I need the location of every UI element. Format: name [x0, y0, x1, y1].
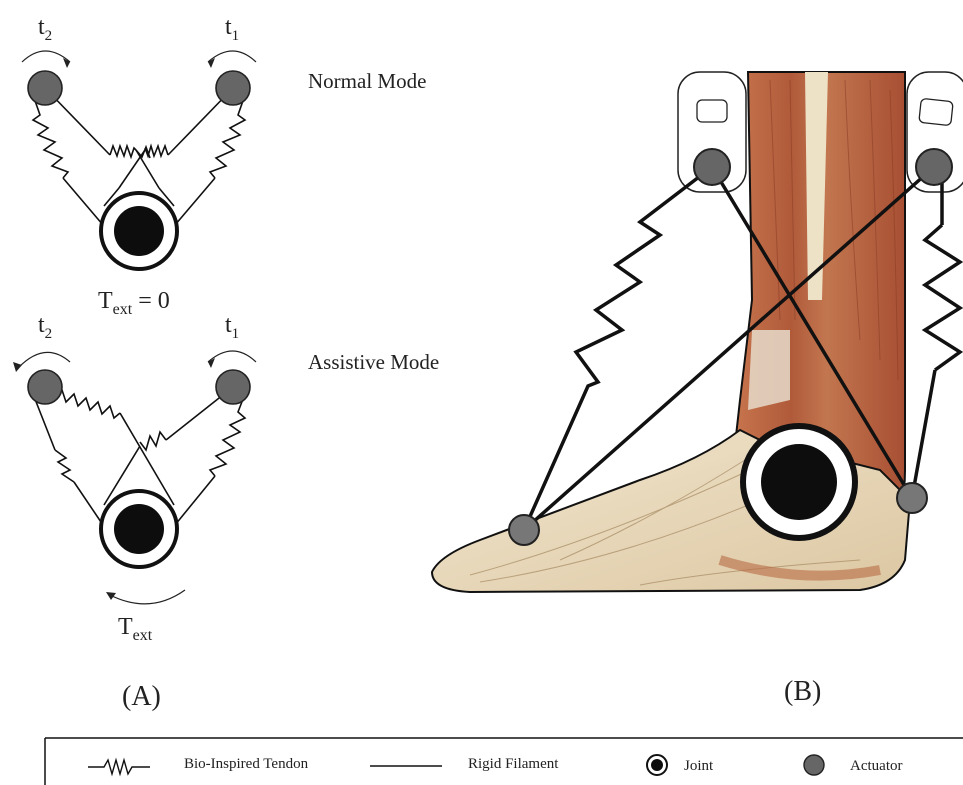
bio-tendon	[925, 225, 960, 370]
rotation-arrow-icon	[208, 51, 256, 62]
actuator-icon	[216, 370, 250, 404]
t2-label: t2	[38, 312, 52, 342]
legend-joint-label: Joint	[684, 758, 714, 774]
text-equals-zero-label: Text = 0	[98, 288, 170, 318]
actuator-icon	[916, 149, 952, 185]
tendon-band	[748, 330, 790, 410]
panel-a-caption: (A)	[122, 681, 161, 712]
actuator-icon	[897, 483, 927, 513]
normal-mode-diagram: t2 t1 Normal Mode Text = 0	[22, 14, 426, 318]
arrowhead-icon	[106, 592, 116, 600]
rigid-filament	[912, 370, 935, 498]
rotation-arrow-icon	[208, 351, 256, 362]
legend-tendon-icon	[88, 760, 150, 774]
actuator-icon	[28, 71, 62, 105]
ankle-joint-icon	[761, 444, 837, 520]
t1-label: t1	[225, 312, 239, 342]
bio-tendon	[110, 146, 136, 157]
rigid-filament	[175, 476, 215, 525]
panel-b-caption: (B)	[784, 676, 821, 707]
actuator-icon	[216, 71, 250, 105]
legend-tendon-label: Bio-Inspired Tendon	[184, 756, 309, 772]
housing-slot	[919, 98, 953, 125]
housing-slot	[697, 100, 727, 122]
bio-tendon	[33, 95, 68, 178]
legend-actuator-label: Actuator	[850, 758, 902, 774]
joint-icon	[114, 504, 164, 554]
actuator-icon	[694, 149, 730, 185]
legend: Bio-Inspired Tendon Rigid Filament Joint…	[45, 738, 963, 785]
t1-label: t1	[225, 14, 239, 44]
t2-label: t2	[38, 14, 52, 44]
assistive-mode-diagram: t2 t1 Assistive Mode Text	[13, 312, 439, 644]
normal-mode-label: Normal Mode	[308, 69, 426, 93]
bio-tendon	[145, 146, 168, 156]
bio-tendon	[55, 450, 74, 482]
rotation-arrow-icon	[22, 51, 70, 62]
text-label: Text	[118, 614, 153, 644]
assistive-mode-label: Assistive Mode	[308, 350, 439, 374]
joint-icon	[114, 206, 164, 256]
bio-tendon	[210, 95, 245, 178]
rigid-filament	[74, 482, 103, 525]
rigid-filament	[175, 178, 215, 225]
actuator-icon	[28, 370, 62, 404]
rotation-arrow-icon	[18, 352, 70, 368]
legend-actuator-icon	[804, 755, 824, 775]
external-torque-arrow-icon	[110, 590, 185, 604]
bio-tendon	[140, 432, 166, 450]
bio-tendon	[210, 394, 245, 476]
arrowhead-icon	[13, 362, 22, 372]
legend-filament-label: Rigid Filament	[468, 756, 559, 772]
actuator-icon	[509, 515, 539, 545]
ankle-illustration	[432, 72, 963, 592]
rigid-filament	[63, 178, 103, 225]
